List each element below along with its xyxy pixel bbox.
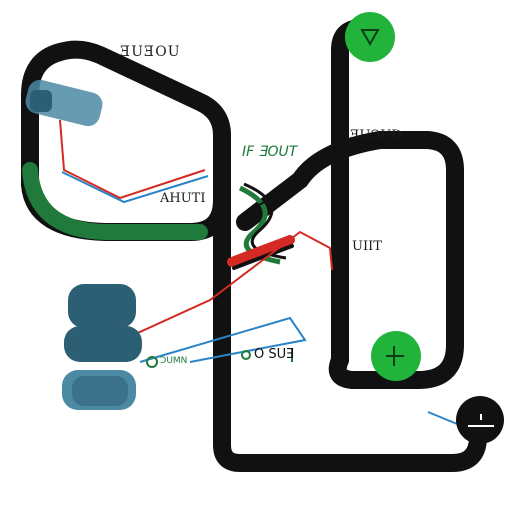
right-vertical-track [331,19,371,369]
teal-pill-1[interactable] [68,284,136,328]
label-right-mid: UIIT [352,239,382,254]
label-bottom-mid: O SUƎ [254,347,295,362]
red-bar-dark-edge [232,244,294,270]
red-bar [227,235,295,267]
teal-pill-3-shade [72,376,128,406]
label-center: IF ƎOUT [242,144,298,160]
red-line-upper [59,119,206,200]
label-bottom-small: ƆUMN [160,356,188,366]
small-green-ring [146,356,158,368]
dark-end-node[interactable] [456,396,504,444]
green-node-bottom[interactable] [371,331,421,381]
label-right-top: ƎUƆUD [350,128,402,143]
node-icon [468,414,494,427]
blue-line-upper [61,171,209,204]
left-loop-green-band [22,162,208,240]
green-node-top[interactable] [345,12,395,62]
main-track [213,191,487,472]
red-line-lower [117,230,333,343]
teal-pill-2[interactable] [64,326,142,362]
label-top-left: ƎUƎOU [120,44,181,60]
small-green-ring-2 [241,350,251,360]
dark-line-diag [237,141,363,219]
diamond-icon [360,29,380,47]
cross-icon [386,346,404,366]
label-middle-left: AHUTI [160,191,206,206]
teal-pill-top[interactable] [23,77,105,128]
